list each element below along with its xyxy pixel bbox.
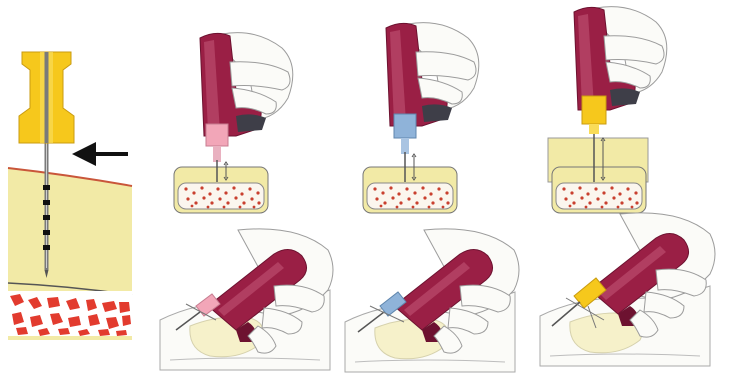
needle-hub (19, 52, 74, 143)
needle-hub-yellow (582, 96, 606, 124)
needle-hub-pink (206, 124, 228, 146)
angled-panel-pink (160, 229, 333, 370)
vertical-panel-blue (363, 23, 479, 213)
needle-hub-blue (394, 114, 416, 138)
angled-panel-yellow (540, 213, 715, 366)
angled-panel-blue (345, 229, 519, 372)
arrow-left-icon (72, 142, 128, 166)
bone-marrow (8, 291, 132, 336)
vertical-panel-pink (174, 33, 293, 213)
vertical-panel-yellow (548, 7, 667, 213)
needle-cross-section (8, 52, 132, 340)
